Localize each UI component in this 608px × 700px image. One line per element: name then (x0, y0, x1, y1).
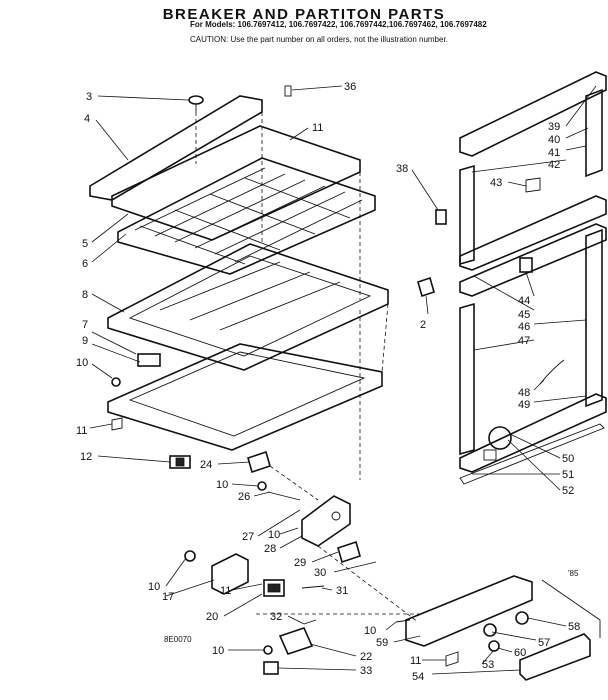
clip-part-44 (519, 257, 533, 273)
switch-part-20 (263, 579, 285, 597)
callout-46: 46 (518, 321, 530, 333)
callout-8: 8 (82, 289, 88, 301)
pin-part-43 (525, 177, 541, 193)
nut-part-10f (263, 645, 273, 655)
clip-part-12 (169, 455, 191, 469)
knob-part-29 (337, 540, 361, 564)
nut-part-26 (257, 481, 267, 491)
callout-60: 60 (514, 647, 526, 659)
callout-9: 9 (82, 335, 88, 347)
callout-53: 53 (482, 659, 494, 671)
lower-frame (107, 343, 383, 451)
callout-39: 39 (548, 121, 560, 133)
callout-10-e: 10 (364, 625, 376, 637)
callout-10-b: 10 (216, 479, 228, 491)
hinge-part-2 (417, 276, 435, 298)
callout-58: 58 (568, 621, 580, 633)
callout-26: 26 (238, 491, 250, 503)
callout-36: 36 (344, 81, 356, 93)
callout-10-d: 10 (148, 581, 160, 593)
box-part-7 (137, 353, 161, 367)
callout-27: 27 (242, 531, 254, 543)
callout-38: 38 (396, 163, 408, 175)
trim-strip-part-4 (89, 95, 263, 201)
callout-10-left: 10 (76, 357, 88, 369)
callout-49: 49 (518, 399, 530, 411)
control-housing-part-28 (301, 495, 351, 547)
leader-lines (89, 85, 597, 675)
callout-28: 28 (264, 543, 276, 555)
page-title: BREAKER AND PARTITON PARTS (162, 6, 446, 23)
nut-part-10d (184, 550, 196, 562)
callout-11-d: 11 (410, 655, 421, 667)
corner-mark: '85 (568, 569, 579, 578)
bracket-part-17 (211, 553, 249, 595)
clip-part-36 (284, 85, 292, 97)
callout-47: 47 (518, 335, 530, 347)
callout-7: 7 (82, 319, 88, 331)
callout-52: 52 (562, 485, 574, 497)
callout-17: 17 (162, 591, 174, 603)
callout-54: 54 (412, 671, 424, 683)
callout-50: 50 (562, 453, 574, 465)
lower-door-frame (459, 223, 607, 485)
callout-51: 51 (562, 469, 574, 481)
knob-part-60 (488, 640, 500, 652)
callout-11-left: 11 (76, 425, 87, 437)
callout-3: 3 (86, 91, 92, 103)
screw-part-3 (188, 95, 204, 112)
callout-22: 22 (360, 651, 372, 663)
callout-48: 48 (518, 387, 530, 399)
front-panel-part-54 (405, 575, 601, 681)
wire-part-27 (267, 491, 301, 501)
callout-4: 4 (84, 113, 90, 125)
callout-44: 44 (518, 295, 530, 307)
callout-57: 57 (538, 637, 550, 649)
callout-10-f: 10 (212, 645, 224, 657)
callout-20: 20 (206, 611, 218, 623)
screw-part-31 (301, 585, 325, 589)
callout-41: 41 (548, 147, 560, 159)
knob-part-58 (515, 611, 529, 625)
callout-10-c: 10 (268, 529, 280, 541)
wire-dash-24 (269, 465, 319, 501)
callout-30: 30 (314, 567, 326, 579)
callout-40: 40 (548, 134, 560, 146)
frame-part-8 (107, 243, 389, 371)
nut-part-10 (111, 377, 121, 387)
clip-part-38 (435, 209, 447, 225)
callout-42: 42 (548, 159, 560, 171)
diagram-code: 8E0070 (164, 635, 192, 644)
callout-45: 45 (518, 309, 530, 321)
screw-part-59 (395, 619, 411, 623)
screw-part-11d (445, 651, 459, 667)
cap-part-33 (263, 661, 279, 675)
bulb-part-52 (483, 426, 512, 461)
knob-part-57 (483, 623, 497, 637)
callout-5: 5 (82, 238, 88, 250)
callout-11-top: 11 (312, 122, 323, 134)
callout-32: 32 (270, 611, 282, 623)
callout-33: 33 (360, 665, 372, 677)
callout-43: 43 (490, 177, 502, 189)
callout-6: 6 (82, 258, 88, 270)
callout-29: 29 (294, 557, 306, 569)
screw-part-11 (111, 417, 123, 431)
callout-59: 59 (376, 637, 388, 649)
alignment-lines-lower (256, 310, 420, 623)
screw-part-32 (303, 619, 317, 625)
upper-door-frame (459, 71, 607, 271)
callout-11-c: 11 (220, 585, 231, 597)
alignment-lines-left (195, 112, 389, 373)
callout-2: 2 (420, 319, 426, 331)
sensor-part-24 (247, 450, 271, 474)
callout-31: 31 (336, 585, 348, 597)
callout-24: 24 (200, 459, 212, 471)
switch-part-22 (278, 627, 314, 655)
models-line: For Models: 106.7697412, 106.7697422, 10… (190, 20, 487, 29)
callout-12: 12 (80, 451, 92, 463)
caution-line: CAUTION: Use the part number on all orde… (190, 35, 448, 44)
